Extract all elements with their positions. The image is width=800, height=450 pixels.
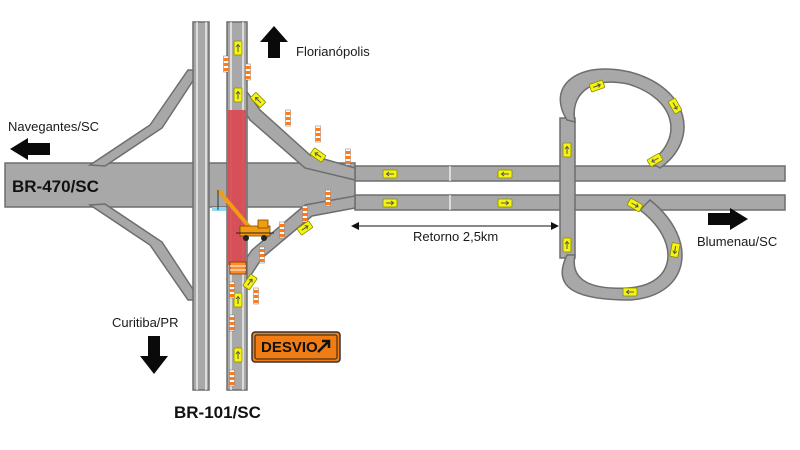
label-blumenau: Blumenau/SC (697, 234, 777, 249)
br470-main-band (4, 162, 356, 208)
direction-arrow-icon (10, 138, 50, 160)
label-florianopolis: Florianópolis (296, 44, 370, 59)
label-retorno: Retorno 2,5km (413, 229, 498, 244)
traffic-barrel-icon (285, 109, 291, 127)
traffic-barrel-icon (279, 221, 285, 239)
lane-arrow-icon (497, 169, 513, 179)
lane-arrow-icon (233, 292, 243, 308)
lane-arrow-icon (382, 169, 398, 179)
direction-arrow-icon (140, 336, 168, 374)
direction-arrow-icon (708, 208, 748, 230)
traffic-barrel-icon (223, 55, 229, 73)
detour-sign: DESVIO (251, 331, 341, 363)
traffic-barrel-icon (259, 246, 265, 264)
water-mark (212, 207, 226, 211)
traffic-barrel-icon (345, 148, 351, 166)
lane-arrow-icon (233, 40, 243, 56)
lane-arrow-icon (497, 198, 513, 208)
direction-arrows (10, 26, 748, 374)
traffic-barrel-icon (229, 281, 235, 299)
lane-arrow-icon (233, 347, 243, 363)
traffic-barrel-icon (325, 189, 331, 207)
label-curitiba: Curitiba/PR (112, 315, 178, 330)
loop-south (561, 198, 683, 301)
ramp-nw (87, 69, 202, 167)
lane-arrow-icon (382, 198, 398, 208)
loop-north (559, 68, 685, 169)
label-navegantes: Navegantes/SC (8, 119, 99, 134)
direction-arrow-icon (260, 26, 288, 58)
detour-arrow-icon (317, 339, 331, 353)
lane-arrow-icon (622, 287, 638, 297)
traffic-barrel-icon (315, 125, 321, 143)
crane-icon (216, 188, 274, 241)
traffic-barrel-icon (253, 287, 259, 305)
lane-arrow-icon (233, 87, 243, 103)
highway-br470-label: BR-470/SC (12, 177, 99, 196)
br101-southbound-lane (192, 21, 210, 391)
traffic-barrel-icon (245, 63, 251, 81)
traffic-barrel-icon (229, 369, 235, 387)
ramp-sw (87, 203, 202, 301)
closed-lane-section (228, 110, 246, 265)
loop-connector (559, 117, 576, 259)
highway-br101-label: BR-101/SC (174, 403, 261, 422)
barrier-icon (229, 261, 247, 275)
traffic-barrel-icon (302, 205, 308, 223)
detour-sign-text: DESVIO (261, 339, 318, 356)
lane-arrow-icon (562, 237, 572, 253)
traffic-barrel-icon (229, 314, 235, 332)
lane-arrow-icon (562, 142, 572, 158)
